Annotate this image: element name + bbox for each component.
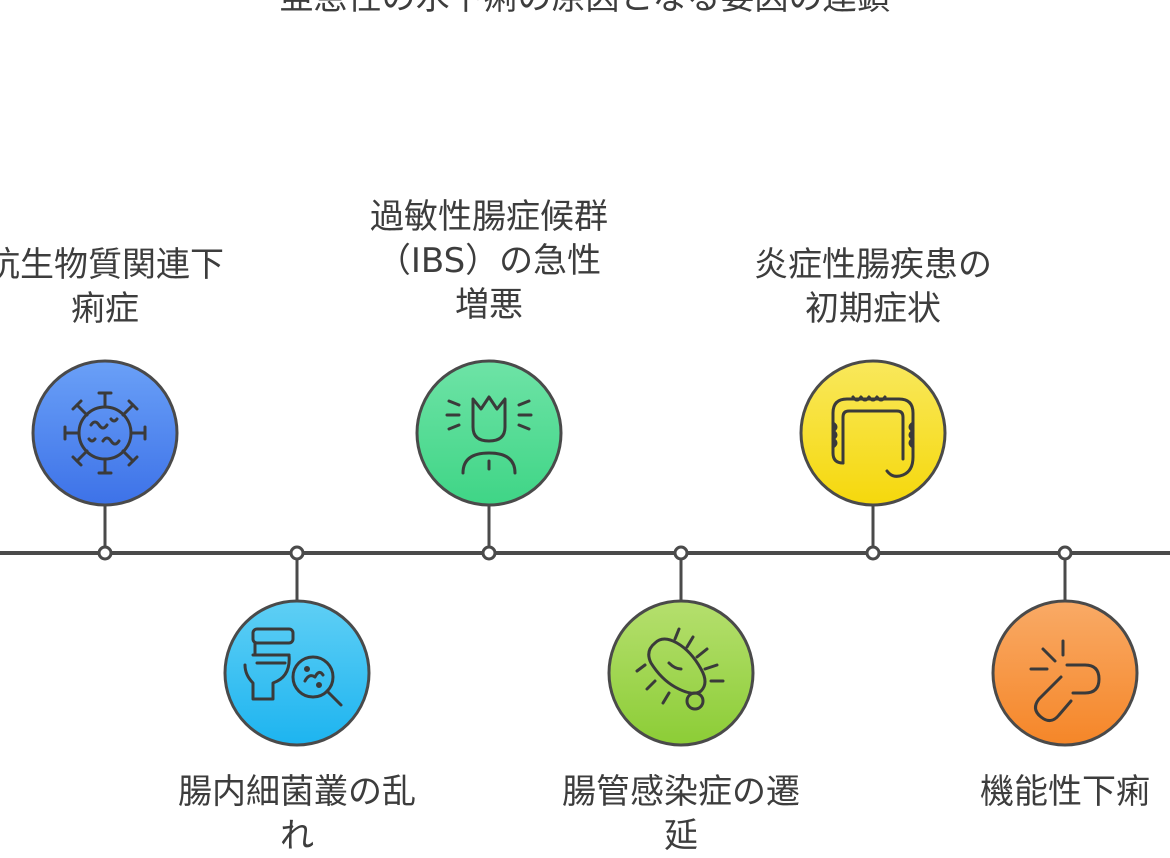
timeline-node [481, 545, 497, 561]
timeline-node [289, 545, 305, 561]
timeline-node [673, 545, 689, 561]
event-label-functional: 機能性下痢 [980, 772, 1150, 812]
event-label-gut-flora: 腸内細菌叢の乱 れ [178, 772, 416, 856]
timeline-node [865, 545, 881, 561]
ibd-circle [799, 359, 947, 507]
virus-icon [63, 391, 147, 475]
intestine-icon [831, 395, 915, 478]
bacterium-icon [635, 627, 725, 711]
antibiotic-circle [31, 359, 179, 507]
ibs-circle [415, 359, 563, 507]
diagram-title: 亜急性の水下痢の原因となる要因の連鎖 [0, 0, 1170, 18]
event-label-ibs: 過敏性腸症候群 （IBS）の急性 増悪 [370, 197, 608, 325]
event-label-infection: 腸管感染症の遷 延 [562, 772, 800, 856]
toilet-magnifier-icon [243, 627, 343, 707]
event-label-antibiotic: 抗生物質関連下 痢症 [0, 245, 224, 329]
functional-circle [991, 599, 1139, 747]
infection-circle [607, 599, 755, 747]
broken-link-icon [1029, 639, 1101, 722]
timeline-node [97, 545, 113, 561]
stressed-person-icon [445, 395, 533, 475]
gut-flora-circle [223, 599, 371, 747]
timeline-node [1057, 545, 1073, 561]
event-label-ibd: 炎症性腸疾患の 初期症状 [754, 245, 992, 329]
